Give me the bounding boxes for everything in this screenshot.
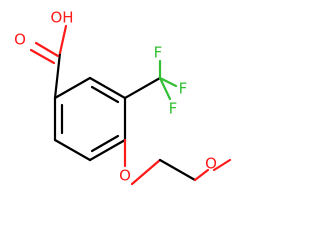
molecule-canvas: OH O F F F O O bbox=[14, 8, 232, 186]
carboxyl-double-bond bbox=[29, 48, 56, 65]
molecular-structure-diagram: OH O F F F O O bbox=[14, 9, 232, 186]
aromatic-inner-double-bond bbox=[90, 85, 120, 104]
ring-to-cf3-bond bbox=[123, 76, 162, 100]
aromatic-bond bbox=[88, 76, 127, 100]
chain-to-methoxy-oxygen-bond bbox=[193, 168, 210, 182]
aromatic-bond bbox=[53, 138, 92, 162]
aromatic-bond bbox=[53, 76, 92, 100]
bond-layer bbox=[29, 24, 232, 186]
methoxy-oxygen-label: O bbox=[205, 155, 217, 173]
fluorine-top-label: F bbox=[154, 44, 163, 62]
fluorine-right-label: F bbox=[179, 80, 188, 98]
ether-oxygen-label: O bbox=[119, 167, 131, 185]
atom-label-layer: OH O F F F O O bbox=[14, 9, 217, 185]
carboxyl-double-bond bbox=[34, 41, 60, 58]
cf3-bond-lower bbox=[158, 76, 172, 101]
ether-oxygen-to-chain-bond bbox=[130, 158, 162, 186]
methoxy-oxygen-to-methyl-bond bbox=[212, 158, 232, 172]
hydroxyl-label: OH bbox=[50, 9, 73, 27]
ring-to-carboxyl-bond bbox=[53, 51, 62, 100]
aromatic-inner-double-bond bbox=[90, 134, 120, 153]
aromatic-bond bbox=[88, 138, 127, 162]
carbonyl-oxygen-label: O bbox=[14, 31, 26, 49]
fluorine-lower-label: F bbox=[169, 100, 178, 118]
carboxyl-oh-bond bbox=[58, 24, 68, 55]
cf3-bond-right bbox=[158, 76, 178, 88]
ethylene-bond bbox=[158, 158, 197, 182]
